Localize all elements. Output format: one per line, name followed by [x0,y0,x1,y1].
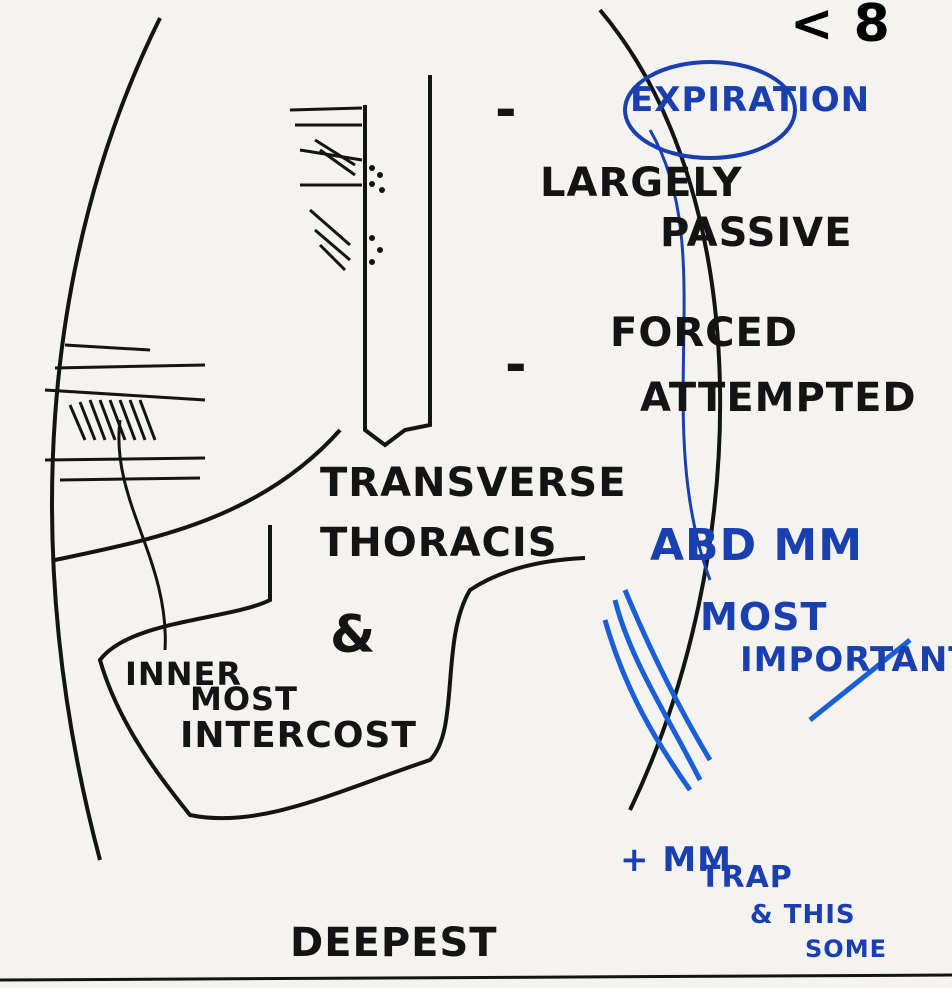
expiration-label: EXPIRATION [630,80,870,120]
abd-mm-label: ABD MM [650,520,863,571]
attempted-label: ATTEMPTED [640,375,917,421]
corner-text: < 8 [790,0,891,54]
thoracis-label: THORACIS [320,520,558,566]
dash-top: - [495,80,518,140]
passive-label: PASSIVE [660,210,853,256]
most-label-right: MOST [700,595,827,639]
deepest-label: DEEPEST [290,920,498,966]
some-label: SOME [805,935,887,963]
important-label: IMPORTANT [740,640,952,680]
transverse-label: TRANSVERSE [320,460,627,506]
vertical-tube [365,75,430,445]
this-label: & THIS [750,900,856,930]
top-muscle-stripes [290,108,362,270]
dash-mid: - [505,335,528,395]
largely-label: LARGELY [540,160,743,206]
top-dots [369,165,385,265]
ampersand-label: & [330,605,376,665]
intercost-label: INTERCOST [180,715,417,756]
forced-label: FORCED [610,310,798,356]
trap-label: TRAP [700,860,793,895]
left-muscle-stripes [45,345,205,480]
most-label-left: MOST [190,680,298,718]
bottom-line [0,975,952,980]
